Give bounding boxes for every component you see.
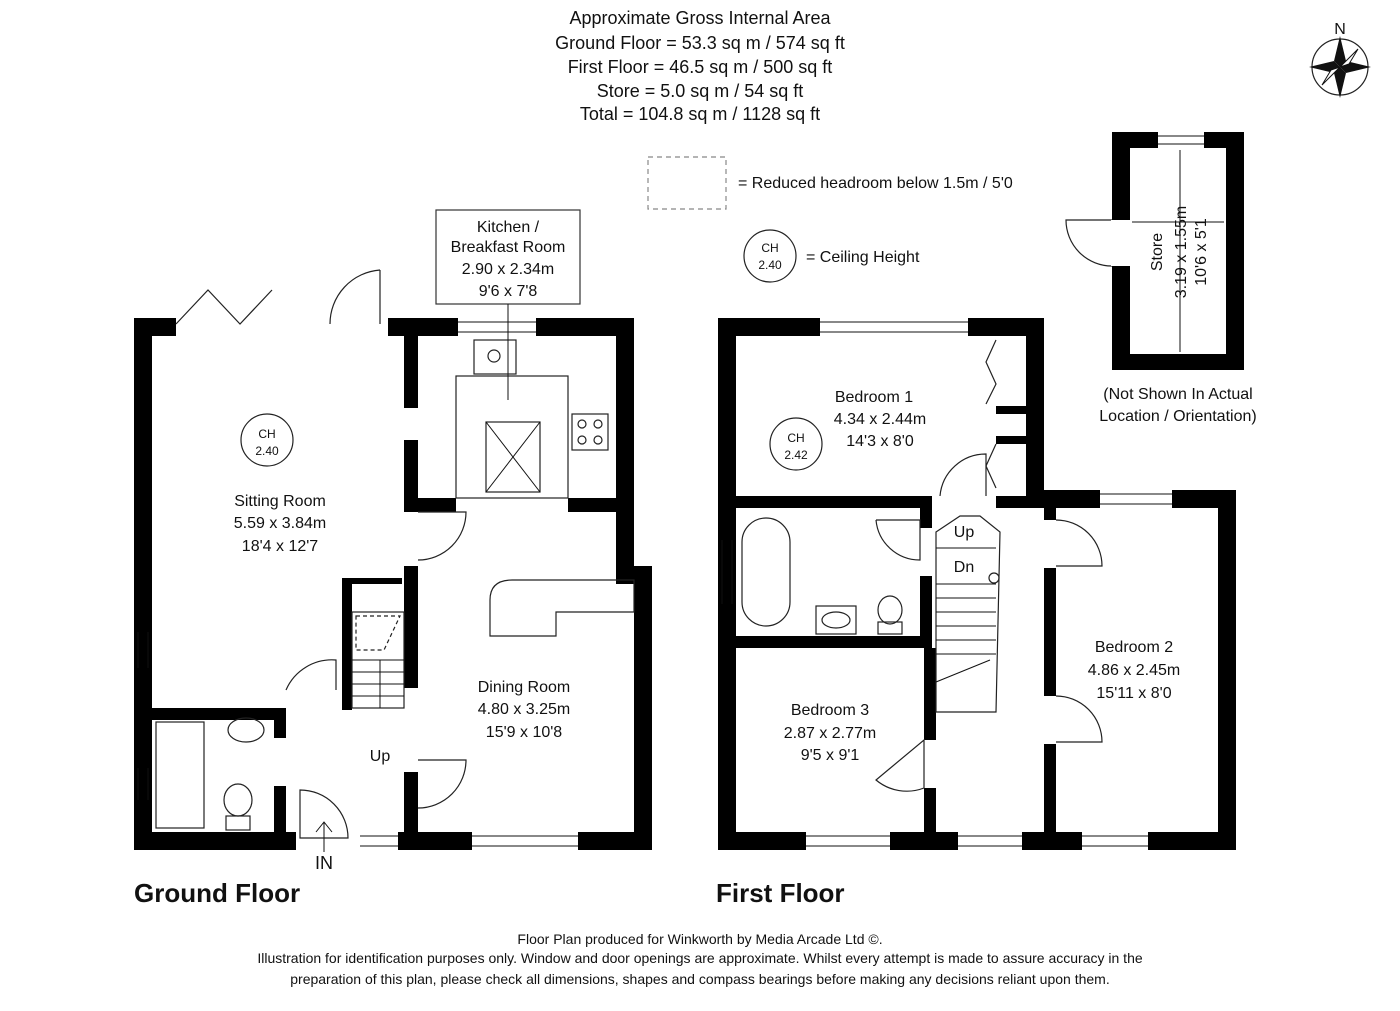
hob-icon <box>571 413 609 451</box>
bedroom1-ch-marker-icon <box>769 417 823 471</box>
dining-room-metric: 4.80 x 3.25m <box>478 701 571 718</box>
bathtub-icon <box>741 517 791 627</box>
footer-credit: Floor Plan produced for Winkworth by Med… <box>517 931 882 947</box>
area-title: Approximate Gross Internal Area <box>569 8 831 28</box>
bedroom1-name: Bedroom 1 <box>835 389 913 406</box>
svg-text:2.40: 2.40 <box>255 444 279 458</box>
svg-text:CH: CH <box>787 431 804 445</box>
basin-icon <box>227 717 265 743</box>
sitting-room-metric: 5.59 x 3.84m <box>234 515 327 532</box>
store-area: Store = 5.0 sq m / 54 sq ft <box>597 81 804 101</box>
bedroom2-name: Bedroom 2 <box>1095 639 1173 656</box>
bifold-door-icon <box>175 289 273 325</box>
ceiling-height-marker-icon <box>743 229 797 283</box>
bedroom3-imperial: 9'5 x 9'1 <box>801 747 860 764</box>
compass-rose-icon: N <box>1309 21 1371 98</box>
sitting-ch-marker-icon <box>240 413 294 467</box>
sitting-room-name: Sitting Room <box>234 493 326 510</box>
store-metric: 3.19 x 1.55m <box>1173 206 1190 299</box>
bedroom2-metric: 4.86 x 2.45m <box>1088 662 1181 679</box>
area-summary: Approximate Gross Internal Area Ground F… <box>555 8 845 124</box>
skylight-icon <box>485 421 541 493</box>
bedroom1-metric: 4.34 x 2.44m <box>834 411 927 428</box>
bedroom2-imperial: 15'11 x 8'0 <box>1096 685 1171 702</box>
store-note-1: (Not Shown In Actual <box>1103 386 1252 403</box>
footer-disclaimer-1: Illustration for identification purposes… <box>257 950 1143 966</box>
footer-disclaimer-2: preparation of this plan, please check a… <box>290 971 1109 987</box>
svg-text:2.40: 2.40 <box>758 258 782 272</box>
garden-door-icon <box>329 269 381 325</box>
ground-floor-area: Ground Floor = 53.3 sq m / 574 sq ft <box>555 33 845 53</box>
bedroom3-name: Bedroom 3 <box>791 702 869 719</box>
ground-stairs-up-label: Up <box>370 748 391 765</box>
ceiling-height-label: = Ceiling Height <box>806 249 920 266</box>
first-stairs-down-label: Dn <box>954 559 974 576</box>
store-imperial: 10'6 x 5'1 <box>1193 218 1210 286</box>
total-area: Total = 104.8 sq m / 1128 sq ft <box>580 104 820 124</box>
entrance-label: IN <box>315 853 333 873</box>
first-floor-area: First Floor = 46.5 sq m / 500 sq ft <box>568 57 833 77</box>
reduced-headroom-swatch <box>647 156 727 210</box>
shower-tray-icon <box>155 721 205 829</box>
reduced-headroom-label: = Reduced headroom below 1.5m / 5'0 <box>738 175 1013 192</box>
disclaimer: Floor Plan produced for Winkworth by Med… <box>257 931 1143 987</box>
ground-floor-title: Ground Floor <box>134 878 300 908</box>
sitting-room-imperial: 18'4 x 12'7 <box>242 538 318 555</box>
first-stairs-icon <box>935 515 1001 713</box>
dining-door-icon <box>417 511 467 561</box>
first-floor-title: First Floor <box>716 878 845 908</box>
bedroom3-metric: 2.87 x 2.77m <box>784 725 877 742</box>
svg-text:CH: CH <box>761 241 778 255</box>
first-floor-plan <box>718 318 1236 850</box>
kitchen-name-2: Breakfast Room <box>451 239 566 256</box>
compass-north-label: N <box>1334 21 1346 38</box>
legend: = Reduced headroom below 1.5m / 5'0 CH 2… <box>647 156 1013 283</box>
store-name: Store <box>1149 233 1166 271</box>
dining-room-name: Dining Room <box>478 679 570 696</box>
toilet-icon <box>223 783 253 817</box>
svg-text:2.42: 2.42 <box>784 448 808 462</box>
kitchen-name-1: Kitchen / <box>477 219 540 236</box>
kitchen-label-box <box>435 209 581 305</box>
fit-basin-icon <box>815 605 857 635</box>
ff-toilet-icon <box>877 595 903 625</box>
ground-floor-plan <box>134 269 652 852</box>
kitchen-metric: 2.90 x 2.34m <box>462 261 555 278</box>
store-plan <box>1065 132 1244 370</box>
bedroom1-imperial: 14'3 x 8'0 <box>846 433 914 450</box>
sink-icon <box>473 339 517 375</box>
dining-room-imperial: 15'9 x 10'8 <box>486 724 562 741</box>
store-note-2: Location / Orientation) <box>1099 408 1256 425</box>
first-stairs-up-label: Up <box>954 524 975 541</box>
kitchen-imperial: 9'6 x 7'8 <box>479 283 538 300</box>
svg-text:CH: CH <box>258 427 275 441</box>
breakfast-bar <box>489 579 635 637</box>
